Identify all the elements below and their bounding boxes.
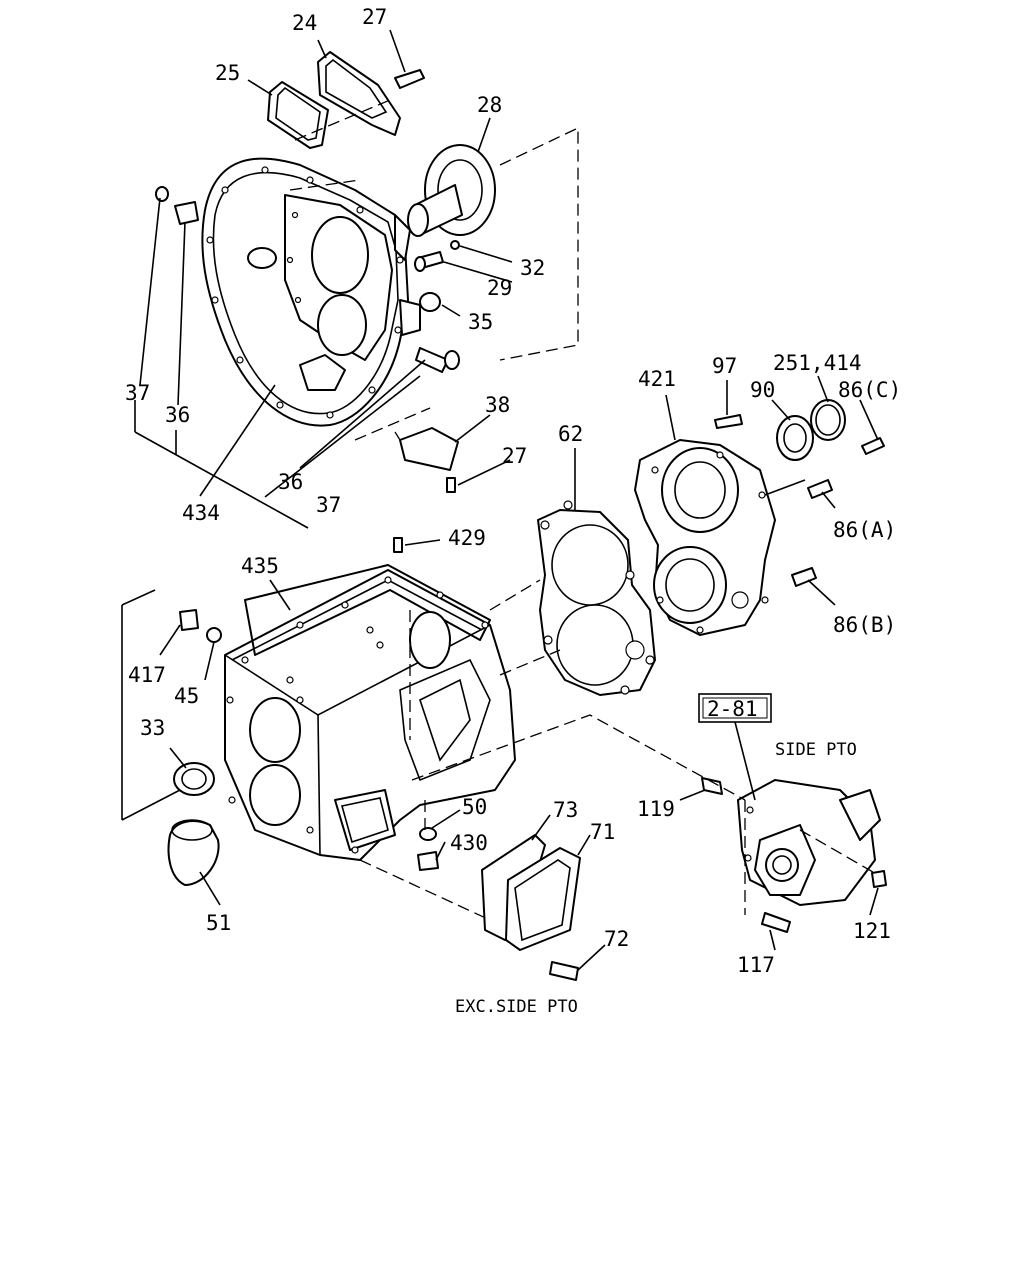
label-73: 73	[553, 798, 578, 822]
label-24: 24	[292, 11, 317, 35]
label-435: 435	[241, 554, 279, 578]
side-pto-unit	[701, 777, 887, 933]
label-421: 421	[638, 367, 676, 391]
label-121: 121	[853, 919, 891, 943]
caption-exc-side-pto: EXC.SIDE PTO	[455, 997, 578, 1017]
label-430: 430	[450, 831, 488, 855]
label-29: 29	[487, 276, 512, 300]
label-45: 45	[174, 684, 199, 708]
label-35: 35	[468, 310, 493, 334]
label-117: 117	[737, 953, 775, 977]
label-62: 62	[558, 422, 583, 446]
flywheel-housing-434	[201, 157, 421, 427]
label-25: 25	[215, 61, 240, 85]
rear-cover-421	[634, 399, 885, 636]
leader-lines	[121, 29, 879, 971]
label-429: 429	[448, 526, 486, 550]
label-86c: 86(C)	[838, 378, 901, 402]
caption-side-pto: SIDE PTO	[775, 740, 857, 760]
label-90: 90	[750, 378, 775, 402]
label-36-bottom: 36	[278, 470, 303, 494]
label-97: 97	[712, 354, 737, 378]
label-86b: 86(B)	[833, 613, 896, 637]
cover-gasket-24-25	[267, 51, 425, 149]
label-32: 32	[520, 256, 545, 280]
part-labels: 24 27 25 28 32 29 35 37 36 434 36 37 38 …	[125, 5, 901, 977]
label-251-414: 251,414	[773, 351, 862, 375]
label-27-top: 27	[362, 5, 387, 29]
label-51: 51	[206, 911, 231, 935]
reference-box-2-81: 2-81	[698, 693, 772, 723]
drain-parts-50-430	[417, 827, 439, 871]
label-28: 28	[477, 93, 502, 117]
label-33: 33	[140, 716, 165, 740]
front-cover-28	[407, 144, 496, 250]
label-417: 417	[128, 663, 166, 687]
label-72: 72	[604, 927, 629, 951]
small-parts-upper	[155, 186, 460, 493]
side-cover-71-73	[481, 834, 581, 981]
label-27-mid: 27	[502, 444, 527, 468]
reference-box-label: 2-81	[707, 697, 758, 721]
label-37-left: 37	[125, 381, 150, 405]
label-36-left: 36	[165, 403, 190, 427]
gasket-62	[537, 500, 656, 696]
label-50: 50	[462, 795, 487, 819]
label-37-bottom: 37	[316, 493, 341, 517]
label-119: 119	[637, 797, 675, 821]
label-86a: 86(A)	[833, 518, 896, 542]
transmission-case-435	[224, 537, 516, 861]
label-71: 71	[590, 820, 615, 844]
left-small-parts	[167, 609, 222, 886]
label-434: 434	[182, 501, 220, 525]
label-38: 38	[485, 393, 510, 417]
